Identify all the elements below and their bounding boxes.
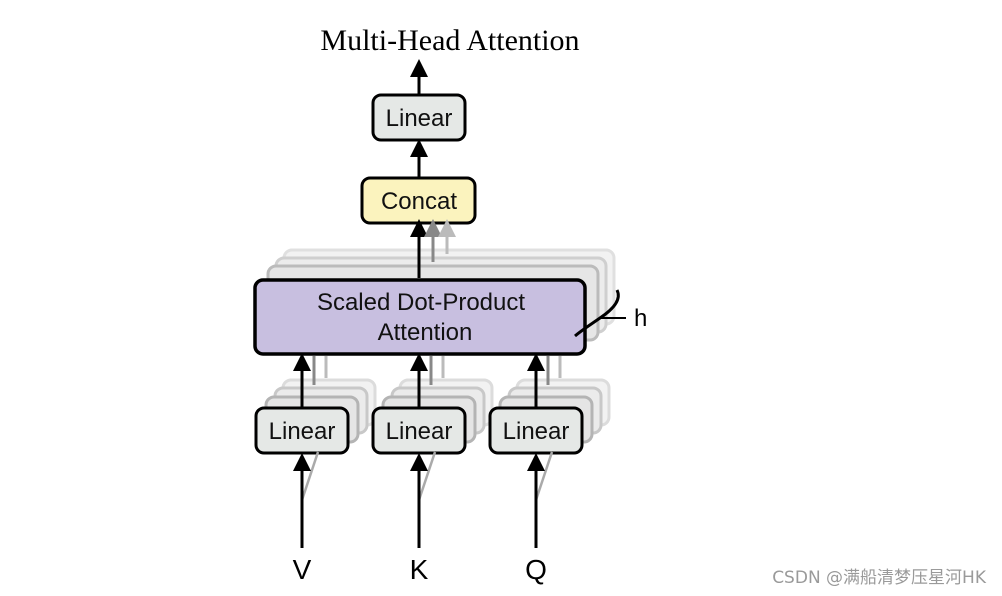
input-q-label: Q <box>525 554 547 585</box>
linear-v-block: Linear <box>254 406 350 455</box>
heads-label: h <box>634 305 647 332</box>
watermark: CSDN @满船清梦压星河HK <box>772 568 986 588</box>
attention-label-line1: Scaled Dot-Product <box>317 289 525 316</box>
input-k-label: K <box>410 554 429 585</box>
top-linear-block: Linear <box>371 93 467 142</box>
attention-label-line2: Attention <box>378 319 473 346</box>
linear-v-label: Linear <box>269 418 336 445</box>
top-linear-label: Linear <box>386 105 453 132</box>
ghost-arrows-linear-to-attention <box>312 356 562 385</box>
heads-brace: h <box>574 289 647 338</box>
scaled-dot-product-attention-block: Scaled Dot-Product Attention <box>253 278 587 356</box>
input-v-label: V <box>293 554 312 585</box>
linear-q-label: Linear <box>503 418 570 445</box>
ghost-input-lines <box>300 451 554 501</box>
linear-k-block: Linear <box>371 406 467 455</box>
concat-block: Concat <box>360 176 477 225</box>
linear-k-label: Linear <box>386 418 453 445</box>
concat-label: Concat <box>381 188 457 215</box>
linear-q-block: Linear <box>488 406 584 455</box>
diagram-title: Multi-Head Attention <box>320 24 579 57</box>
